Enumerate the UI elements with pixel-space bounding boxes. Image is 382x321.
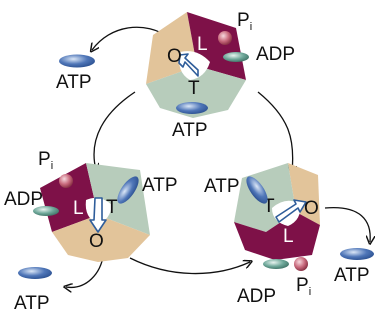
adp-label: ADP (4, 189, 43, 210)
segment-label-loose: L (283, 226, 294, 247)
atp-molecule-icon (59, 54, 95, 68)
adp-label: ADP (237, 286, 276, 307)
atp-molecule-icon (18, 267, 52, 279)
pi-molecule-icon (59, 174, 73, 188)
complex-left: L T O (33, 163, 150, 262)
segment-label-open: O (89, 231, 104, 252)
atp-molecule-icon (176, 102, 208, 114)
atp-label: ATP (334, 265, 370, 286)
segment-tight (146, 66, 246, 118)
pi-label: Pi (38, 149, 53, 172)
complex-right: O T L (234, 163, 320, 271)
cycle-arrow-icon (94, 91, 136, 170)
segment-label-open: O (167, 46, 182, 67)
adp-label: ADP (256, 44, 295, 65)
pi-molecule-icon (294, 257, 308, 271)
catalytic-core (179, 51, 210, 80)
atp-label: ATP (142, 175, 178, 196)
pi-label: Pi (237, 10, 252, 33)
segment-label-tight: T (188, 78, 200, 99)
segment-label-open: O (304, 198, 319, 219)
adp-molecule-icon (223, 52, 249, 62)
pi-label: Pi (296, 275, 311, 298)
adp-molecule-icon (33, 206, 59, 216)
rotation-arrow-icon (275, 199, 307, 223)
atp-molecule-icon (117, 176, 139, 204)
segment-open (52, 215, 150, 262)
release-arrow-icon (324, 207, 370, 242)
atp-molecule-icon (340, 248, 374, 260)
atp-label: ATP (204, 176, 240, 197)
segment-loose (234, 212, 320, 260)
atp-label: ATP (14, 293, 50, 314)
segment-label-loose: L (73, 198, 84, 219)
cycle-arrow-icon (257, 91, 293, 172)
pi-molecule-icon (218, 31, 232, 45)
atp-molecule-icon (246, 176, 268, 204)
catalytic-cycle (94, 91, 293, 275)
complex-top: O L T (146, 12, 249, 118)
rotation-arrow-icon (89, 197, 107, 233)
segment-label-tight: T (106, 197, 118, 218)
adp-molecule-icon (263, 259, 289, 269)
segment-label-loose: L (197, 34, 208, 55)
rotation-arrow-icon (178, 53, 199, 77)
cycle-arrow-icon (129, 257, 250, 275)
atp-label: ATP (56, 72, 92, 93)
atp-label: ATP (172, 120, 208, 141)
